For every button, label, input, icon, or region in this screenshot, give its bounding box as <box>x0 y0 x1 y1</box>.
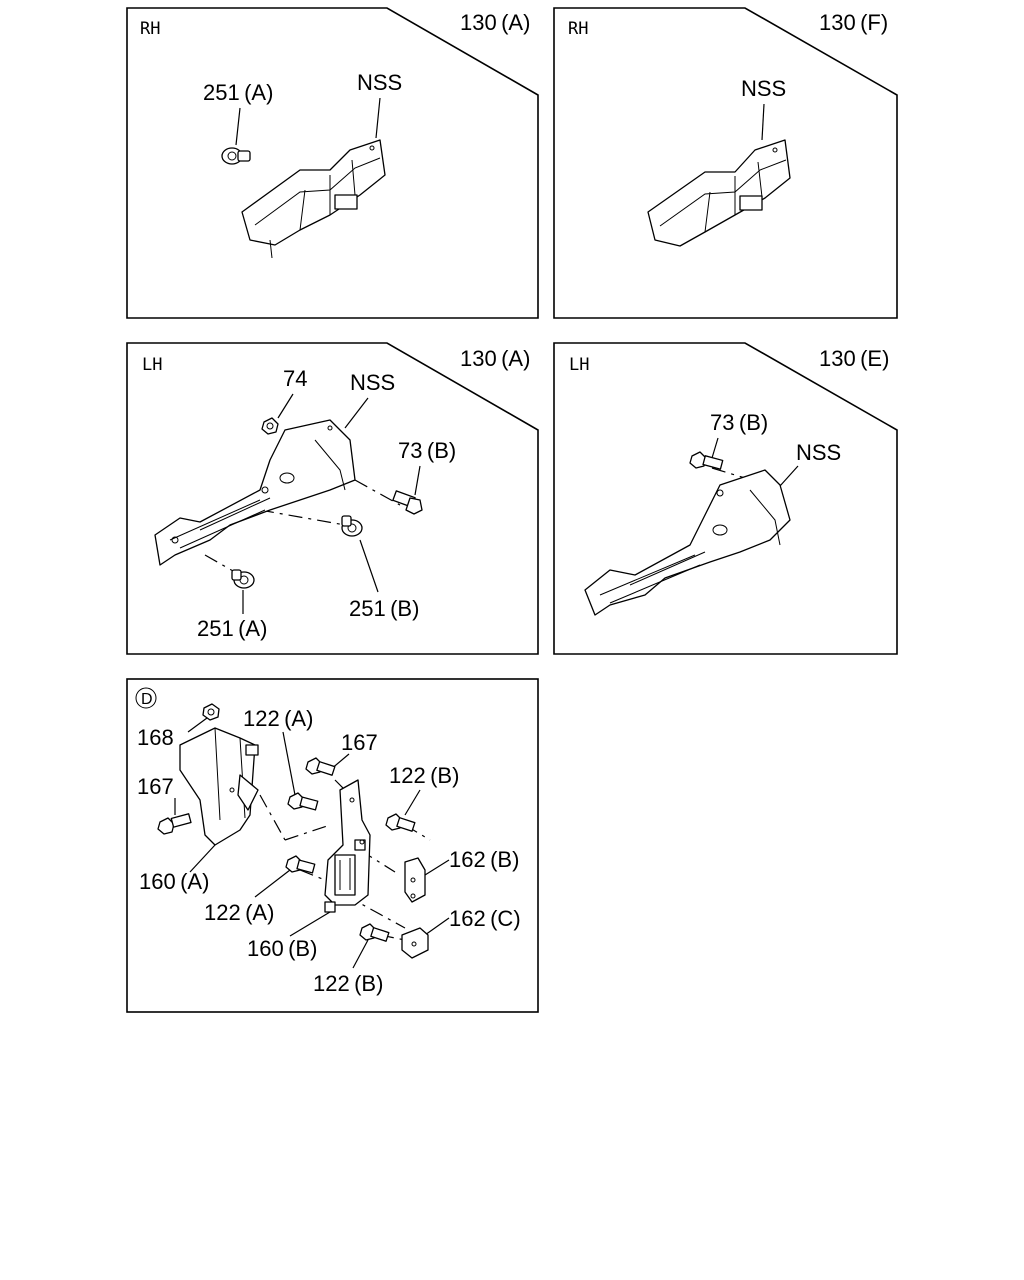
part-122b-bot-label: 122 (B) <box>313 971 383 996</box>
nss-label: NSS <box>357 70 402 95</box>
side-label: RH <box>140 19 160 39</box>
nut-74-icon <box>261 417 279 435</box>
panel-detail-d: D 168 122 (A) 167 167 122 (B) 162 (B) 16… <box>126 678 539 1013</box>
bracket-162b-icon <box>404 857 426 903</box>
part-122b-top-label: 122 (B) <box>389 763 459 788</box>
bracket-162c-icon <box>401 927 429 959</box>
part-122a-top-label: 122 (A) <box>243 706 313 731</box>
bolt-122a-mid-icon <box>285 855 316 874</box>
reference-label: 130 (A) <box>460 10 530 35</box>
side-label: LH <box>569 355 589 375</box>
panel-lh-130a: LH 130 (A) 74 NSS 73 (B) 251 (A) 251 (B) <box>126 342 539 655</box>
part-168-label: 168 <box>137 725 174 750</box>
bolt-122a-top-icon <box>287 792 319 811</box>
side-label: RH <box>568 19 588 39</box>
clip-label: 251 (A) <box>203 80 273 105</box>
nss-label: NSS <box>741 76 786 101</box>
clip-b-label: 251 (B) <box>349 596 419 621</box>
bolt-122b-top-icon <box>385 813 416 832</box>
bolt-73b-icon <box>392 490 423 515</box>
part-162b-label: 162 (B) <box>449 847 519 872</box>
panel-rh-130f: RH 130 (F) NSS <box>553 7 898 319</box>
nut-168-icon <box>202 703 220 721</box>
nss-bracket-icon <box>647 139 791 247</box>
nut-label: 74 <box>283 366 307 391</box>
bolt-167-left-icon <box>157 813 192 835</box>
part-167-left-label: 167 <box>137 774 174 799</box>
bolt-167-top-icon <box>305 757 336 776</box>
nss-label: NSS <box>350 370 395 395</box>
clip-251a-icon <box>221 147 251 165</box>
panel-frame <box>126 7 539 319</box>
reference-label: 130 (E) <box>819 346 889 371</box>
clip-251a-icon <box>231 569 255 589</box>
part-162c-label: 162 (C) <box>449 906 521 931</box>
bolt-73b-icon <box>689 451 724 470</box>
side-label: LH <box>142 355 162 375</box>
nss-bracket-icon <box>584 469 791 616</box>
panel-frame <box>126 678 539 1013</box>
detail-mark: D <box>141 691 153 708</box>
bolt-label: 73 (B) <box>710 410 768 435</box>
part-167-top-label: 167 <box>341 730 378 755</box>
panel-lh-130e: LH 130 (E) 73 (B) NSS <box>553 342 898 655</box>
nss-bracket-icon <box>241 139 386 259</box>
reference-label: 130 (A) <box>460 346 530 371</box>
panel-frame <box>553 7 898 319</box>
panel-frame <box>126 342 539 655</box>
part-122a-mid-label: 122 (A) <box>204 900 274 925</box>
bolt-122b-bot-icon <box>359 923 390 942</box>
part-160a-label: 160 (A) <box>139 869 209 894</box>
bracket-160a-icon <box>179 727 259 846</box>
panel-rh-130a: RH 130 (A) NSS 251 (A) <box>126 7 539 319</box>
bracket-160b-icon <box>324 779 371 913</box>
clip-251b-icon <box>341 515 363 537</box>
part-160b-label: 160 (B) <box>247 936 317 961</box>
nss-label: NSS <box>796 440 841 465</box>
nss-bracket-icon <box>154 419 356 566</box>
clip-a-label: 251 (A) <box>197 616 267 641</box>
detail-mark-circle <box>135 687 157 709</box>
bolt-label: 73 (B) <box>398 438 456 463</box>
reference-label: 130 (F) <box>819 10 888 35</box>
